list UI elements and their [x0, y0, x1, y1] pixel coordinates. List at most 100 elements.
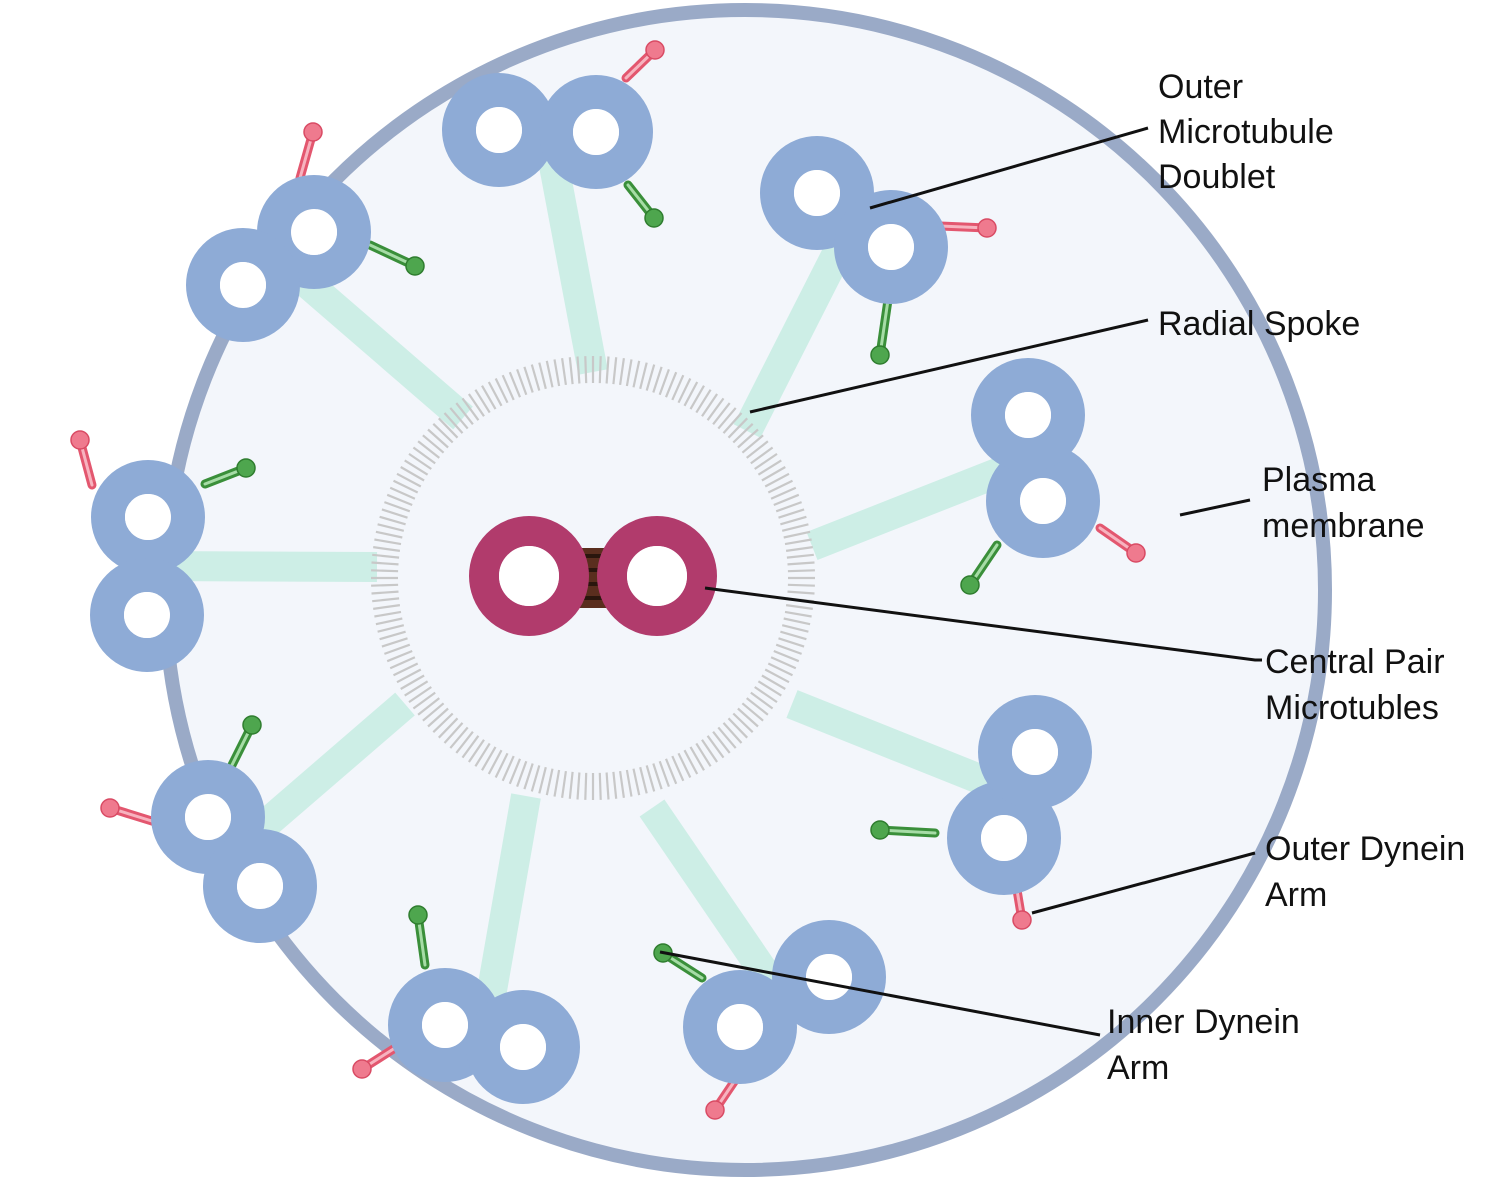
sheath-tick	[785, 604, 813, 610]
microtubule-b	[186, 228, 300, 342]
sheath-tick	[706, 735, 725, 759]
sheath-tick	[516, 369, 528, 396]
sheath-tick	[422, 702, 445, 722]
sheath-tick	[461, 397, 480, 421]
sheath-tick	[377, 624, 405, 633]
sheath-tick	[371, 569, 399, 573]
sheath-tick	[373, 604, 401, 610]
sheath-tick	[671, 755, 685, 782]
sheath-tick	[785, 546, 813, 552]
microtubule-a	[683, 970, 797, 1084]
inner-dynein-arm-head	[960, 575, 980, 595]
microtubule-a	[151, 760, 265, 874]
outer-dynein-arm-head	[705, 1100, 725, 1120]
sheath-tick	[671, 374, 685, 401]
sheath-tick	[767, 662, 793, 677]
sheath-tick	[516, 760, 528, 787]
sheath-tick	[455, 731, 474, 754]
sheath-tick	[494, 378, 509, 404]
sheath-tick	[689, 385, 705, 410]
sheath-tick	[773, 493, 800, 507]
microtubule-b-lumen	[237, 863, 283, 909]
sheath-tick	[474, 389, 491, 414]
outer-dynein-arm-head	[977, 218, 997, 238]
sheath-tick	[449, 726, 469, 749]
sheath-tick	[741, 702, 764, 722]
sheath-tick	[750, 691, 774, 710]
sheath-tick	[781, 624, 809, 633]
sheath-tick	[381, 508, 408, 519]
sheath-tick	[523, 763, 534, 790]
sheath-tick	[658, 369, 670, 396]
sheath-tick	[400, 674, 425, 690]
sheath-tick	[787, 561, 815, 566]
microtubule-b-lumen	[220, 262, 266, 308]
leader-central-pair	[704, 586, 1262, 662]
sheath-tick	[438, 717, 459, 739]
microtubule-a-lumen	[794, 170, 840, 216]
microtubule-a	[760, 136, 874, 250]
sheath-tick	[372, 553, 400, 559]
sheath-tick	[455, 402, 474, 425]
sheath-tick	[750, 446, 774, 465]
sheath-tick	[553, 359, 561, 387]
sheath-tick	[722, 722, 743, 744]
sheath-tick	[576, 356, 581, 384]
sheath-tick	[374, 538, 402, 546]
sheath-tick	[449, 407, 469, 430]
sheath-tick	[639, 362, 648, 390]
leader-inner-dynein	[659, 950, 1101, 1037]
sheath-tick	[545, 768, 554, 796]
microtubule-doublet	[100, 715, 317, 943]
sheath-tick	[598, 772, 602, 800]
sheath-tick	[605, 356, 610, 384]
label-central-pair: Central Pair Microtubles	[1265, 643, 1454, 727]
sheath-tick	[412, 691, 436, 710]
sheath-tick	[396, 668, 422, 684]
microtubule-doublet	[960, 358, 1146, 595]
sheath-tick	[784, 538, 812, 546]
central-pair-microtubules	[469, 516, 717, 636]
microtubule-b-lumen	[573, 109, 619, 155]
sheath-tick	[396, 472, 422, 488]
sheath-tick	[761, 466, 786, 482]
sheath-tick	[781, 523, 809, 532]
sheath-tick	[727, 717, 748, 739]
sheath-tick	[764, 472, 790, 488]
sheath-tick	[568, 771, 574, 799]
sheath-tick	[757, 459, 782, 476]
sheath-tick	[787, 590, 815, 595]
sheath-tick	[400, 466, 425, 482]
sheath-tick	[645, 364, 656, 391]
inner-dynein-arm-head	[236, 458, 256, 478]
sheath-tick	[722, 412, 743, 434]
outer-dynein-arm-head	[100, 798, 120, 818]
sheath-tick	[717, 726, 737, 749]
outer-dynein-arm-head	[1126, 543, 1146, 563]
radial-spoke	[786, 690, 1026, 809]
microtubule-a	[257, 175, 371, 289]
radial-spoke	[639, 799, 797, 1011]
sheath-tick	[487, 381, 503, 407]
sheath-tick	[783, 530, 811, 539]
microtubule-b-lumen	[124, 592, 170, 638]
sheath-tick	[561, 358, 567, 386]
sheath-tick	[386, 493, 413, 507]
sheath-tick	[780, 515, 807, 526]
sheath-tick	[384, 643, 411, 655]
sheath-tick	[732, 712, 754, 733]
sheath-tick	[432, 423, 454, 444]
sheath-tick	[784, 610, 812, 618]
sheath-tick	[689, 746, 705, 771]
sheath-tick	[561, 770, 567, 798]
microtubule-a-lumen	[1020, 478, 1066, 524]
sheath-tick	[377, 523, 405, 532]
sheath-tick	[389, 656, 416, 670]
sheath-tick	[780, 630, 807, 641]
sheath-tick	[508, 758, 522, 785]
sheath-tick	[712, 731, 731, 754]
sheath-tick	[375, 617, 403, 626]
sheath-tick	[727, 417, 748, 439]
microtubule-a-lumen	[422, 1002, 468, 1048]
sheath-tick	[625, 359, 633, 387]
